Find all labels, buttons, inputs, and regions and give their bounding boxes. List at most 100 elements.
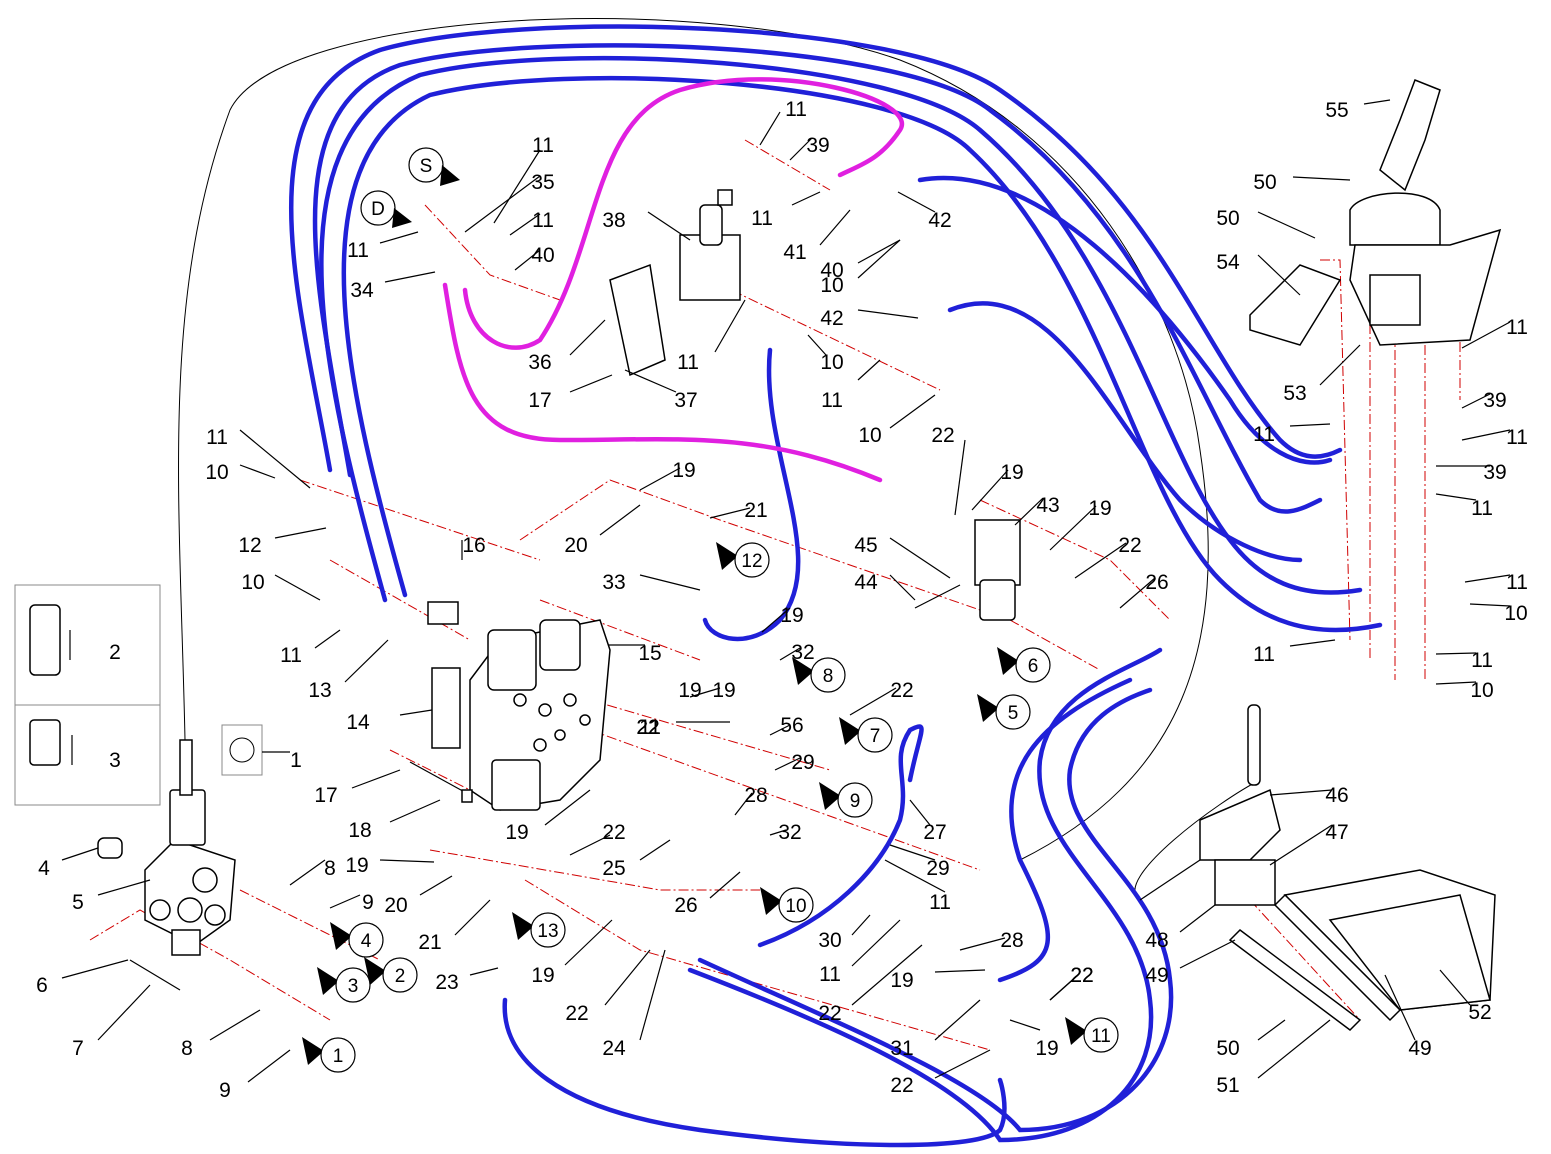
leader-line-19	[689, 687, 721, 698]
part-label-11: 11	[1253, 423, 1275, 446]
leader-line-19	[379, 859, 435, 863]
inset-box-1	[221, 724, 263, 776]
leader-line-4	[61, 847, 99, 861]
leader-line-22	[849, 687, 897, 716]
part-label-19: 19	[505, 821, 528, 844]
connection-marker-6: 6	[997, 647, 1051, 683]
bolt-7	[129, 959, 181, 991]
leader-line-17	[351, 769, 401, 789]
part-label-44: 44	[854, 571, 878, 594]
part-label-11: 11	[821, 389, 843, 412]
part-label-22: 22	[890, 1074, 913, 1097]
leader-line-26	[709, 871, 741, 899]
part-label-36: 36	[528, 351, 551, 374]
leader-line-19	[971, 469, 1009, 511]
svg-text:4: 4	[361, 931, 372, 952]
part-label-11: 11	[1506, 426, 1528, 449]
part-label-11: 11	[1506, 316, 1528, 339]
leader-line-50	[1257, 1019, 1286, 1041]
leader-line-42	[897, 191, 936, 213]
connection-marker-4: 4	[330, 922, 384, 958]
leader-line-55	[1363, 99, 1391, 105]
part-label-30: 30	[818, 929, 841, 952]
leader-line-11	[379, 231, 419, 244]
part-label-50: 50	[1216, 1037, 1239, 1060]
part-label-11: 11	[532, 209, 554, 232]
part-label-20: 20	[564, 534, 587, 557]
part-label-10: 10	[241, 571, 264, 594]
part-label-9: 9	[219, 1079, 231, 1102]
leader-line-8	[209, 1009, 261, 1041]
part-label-22: 22	[565, 1002, 588, 1025]
leader-line-43	[1014, 497, 1044, 526]
part-label-50: 50	[1216, 207, 1239, 230]
part-label-22: 22	[890, 679, 913, 702]
connection-marker-12: 12	[716, 542, 770, 578]
tie-rod-nut	[461, 789, 473, 803]
leader-line-25	[639, 839, 671, 861]
connection-marker-9: 9	[819, 782, 873, 818]
leader-line-22	[569, 834, 611, 856]
part-label-50: 50	[1253, 171, 1276, 194]
leader-line-39	[1461, 393, 1491, 409]
leader-line-56	[769, 724, 791, 736]
connection-marker-3: 3	[317, 967, 371, 1003]
leader-line-22	[851, 944, 923, 1006]
pilot-hoses	[442, 77, 905, 483]
leader-line-39	[789, 137, 813, 161]
leader-line-28	[734, 792, 753, 816]
part-label-19: 19	[1088, 497, 1111, 520]
part-label-19: 19	[345, 854, 368, 877]
svg-text:5: 5	[1008, 703, 1019, 724]
part-label-1: 1	[290, 749, 302, 772]
main-valve-body	[469, 619, 611, 811]
leader-line-11	[493, 149, 541, 224]
part-label-19: 19	[780, 604, 803, 627]
leader-line-11	[1435, 493, 1477, 501]
leader-line-7	[97, 984, 151, 1041]
part-label-25: 25	[602, 857, 625, 880]
part-label-19: 19	[1000, 461, 1023, 484]
part-label-26: 26	[1145, 571, 1168, 594]
part-label-11: 11	[1471, 497, 1493, 520]
leader-line-28	[959, 937, 1006, 951]
part-label-10: 10	[820, 351, 843, 374]
leader-line-35	[464, 175, 541, 233]
leader-line-49	[1384, 974, 1416, 1041]
leader-line-21	[709, 507, 751, 519]
part-label-47: 47	[1325, 821, 1348, 844]
part-label-20: 20	[384, 894, 407, 917]
leader-line-11	[857, 359, 881, 381]
leader-line-18	[389, 799, 441, 823]
leader-line-11	[884, 859, 946, 893]
part-label-49: 49	[1145, 964, 1168, 987]
part-label-32: 32	[791, 641, 814, 664]
leader-line-11	[239, 429, 311, 489]
part-label-15: 15	[638, 642, 661, 665]
part-label-8: 8	[181, 1037, 193, 1060]
leader-line-11	[1461, 321, 1511, 349]
part-label-19: 19	[678, 679, 701, 702]
part-label-39: 39	[1483, 461, 1506, 484]
leader-line-29	[889, 844, 936, 861]
connection-marker-2: 2	[364, 957, 418, 993]
leader-line-54	[1257, 254, 1301, 296]
part-label-21: 21	[744, 499, 767, 522]
part-label-8: 8	[324, 857, 336, 880]
connection-marker-13: 13	[512, 912, 566, 948]
leader-line-50	[1292, 176, 1351, 181]
selector-valve-43	[914, 519, 1021, 621]
part-label-11: 11	[1506, 571, 1528, 594]
part-label-3: 3	[109, 749, 121, 772]
leader-line-11	[851, 919, 901, 967]
part-label-56: 56	[780, 714, 803, 737]
leader-line-32	[779, 647, 801, 661]
part-label-11: 11	[929, 891, 951, 914]
part-label-4: 4	[38, 857, 50, 880]
leader-line-48	[1179, 904, 1216, 933]
part-label-41: 41	[783, 241, 806, 264]
section-valve-5	[144, 739, 236, 956]
part-label-10: 10	[858, 424, 881, 447]
part-label-5: 5	[72, 891, 84, 914]
